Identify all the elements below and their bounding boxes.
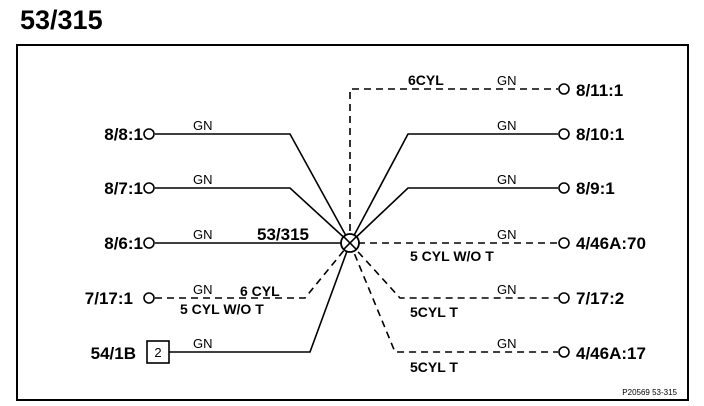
wire-54-1b: 2 54/1B GN <box>91 242 351 364</box>
node-label-4-46a-17: 4/46A:17 <box>576 344 646 363</box>
terminal-4-46a-17[interactable] <box>558 346 570 358</box>
wire-8-11-1: 8/11:1 GN 6CYL <box>349 72 623 243</box>
terminal-8-9-1[interactable] <box>558 182 570 194</box>
wire-4-46a-17: 4/46A:17 GN 5CYL T <box>349 242 646 375</box>
node-label-4-46a-70: 4/46A:70 <box>576 234 646 253</box>
wire-color-label: GN <box>193 336 213 351</box>
note-6cyl-top: 6CYL <box>408 72 444 88</box>
reference-code: P20569 53-315 <box>622 388 677 397</box>
note-5cyl-t-lower: 5CYL T <box>410 359 458 375</box>
wire-4-46a-70: 4/46A:70 GN 5 CYL W/O T <box>358 227 646 264</box>
node-label-8-7-1: 8/7:1 <box>104 179 143 198</box>
wire-8-6-1: 8/6:1 GN <box>104 227 342 253</box>
wire-color-label: GN <box>497 282 517 297</box>
wire-8-10-1: 8/10:1 GN <box>349 118 624 244</box>
terminal-7-17-1[interactable] <box>143 292 155 304</box>
wire-color-label: GN <box>497 336 517 351</box>
wire-color-label: GN <box>497 73 517 88</box>
diagram-frame <box>16 44 689 401</box>
wire-color-label: GN <box>497 118 517 133</box>
node-label-8-8-1: 8/8:1 <box>104 125 143 144</box>
wire-8-9-1: 8/9:1 GN <box>349 172 615 244</box>
terminal-8-8-1[interactable] <box>143 128 155 140</box>
note-5-cyl-wo-t-right: 5 CYL W/O T <box>410 248 494 264</box>
wire-color-label: GN <box>497 172 517 187</box>
splice-label: 53/315 <box>257 225 309 244</box>
connector-pin-number: 2 <box>154 345 161 360</box>
node-label-8-9-1: 8/9:1 <box>576 179 615 198</box>
node-label-54-1b: 54/1B <box>91 344 136 363</box>
node-label-7-17-2: 7/17:2 <box>576 289 624 308</box>
node-label-8-10-1: 8/10:1 <box>576 125 624 144</box>
wire-8-7-1: 8/7:1 GN <box>104 172 351 244</box>
connector-54-1b[interactable] <box>146 340 170 364</box>
wire-8-8-1: 8/8:1 GN <box>104 118 351 244</box>
terminal-8-10-1[interactable] <box>558 128 570 140</box>
note-5-cyl-wo-t-left: 5 CYL W/O T <box>180 301 264 317</box>
terminal-8-6-1[interactable] <box>143 237 155 249</box>
node-label-8-6-1: 8/6:1 <box>104 234 143 253</box>
terminal-8-7-1[interactable] <box>143 182 155 194</box>
terminal-8-11-1[interactable] <box>558 83 570 95</box>
terminal-4-46a-70[interactable] <box>558 237 570 249</box>
wire-7-17-2: 7/17:2 GN 5CYL T <box>349 242 624 320</box>
wire-color-label: GN <box>193 227 213 242</box>
wire-7-17-1: 7/17:1 GN 6 CYL 5 CYL W/O T <box>85 242 351 317</box>
note-6-cyl-left: 6 CYL <box>240 283 280 299</box>
wire-color-label: GN <box>497 227 517 242</box>
page-title: 53/315 <box>20 5 103 35</box>
node-label-7-17-1: 7/17:1 <box>85 289 133 308</box>
node-label-8-11-1: 8/11:1 <box>576 81 623 100</box>
wire-color-label: GN <box>193 118 213 133</box>
terminal-7-17-2[interactable] <box>558 292 570 304</box>
wire-color-label: GN <box>193 282 213 297</box>
splice-53-315[interactable] <box>340 233 360 253</box>
note-5cyl-t-upper: 5CYL T <box>410 304 458 320</box>
wire-color-label: GN <box>193 172 213 187</box>
